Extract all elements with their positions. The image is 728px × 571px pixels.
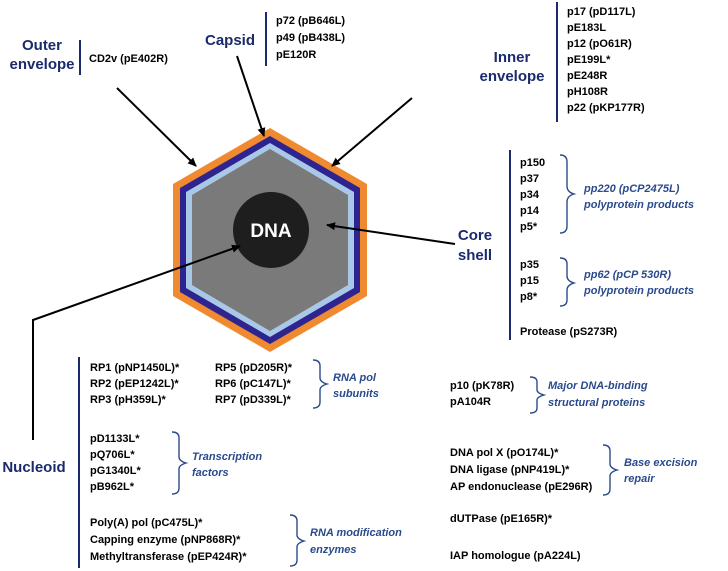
rna-mod-protein-1: Poly(A) pol (pC475L)* (90, 517, 203, 529)
rna-mod-brace (289, 514, 307, 567)
core-group2-brace (559, 257, 577, 307)
dna-binding-note-2: structural proteins (548, 397, 645, 409)
transcription-brace (171, 431, 189, 495)
inner-envelope-title-1: Inner (494, 49, 531, 66)
arrow-outer-envelope (116, 87, 197, 167)
core-group2-note-1: pp62 (pCP 530R) (583, 269, 671, 281)
base-excision-protein-2: DNA ligase (pNP419L)* (450, 464, 570, 476)
core-group1-brace (559, 154, 577, 234)
arrow-nucleoid (32, 244, 241, 440)
base-excision-brace (602, 444, 620, 496)
inner-envelope-protein-2: pE183L (567, 22, 606, 34)
capsid-protein-1: p72 (pB646L) (276, 15, 345, 27)
core-group1-protein-3: p34 (520, 189, 540, 201)
core-group1-note-1: pp220 (pCP2475L) (583, 183, 680, 195)
core-shell-title-1: Core (458, 227, 492, 244)
transcription-note-2: factors (192, 467, 229, 479)
base-excision-note-1: Base excision (624, 457, 698, 469)
rna-pol-right-3: RP7 (pD339L)* (215, 394, 292, 406)
dna-binding-protein-1: p10 (pK78R) (450, 380, 515, 392)
capsid-protein-2: p49 (pB438L) (276, 32, 345, 44)
iap-homologue: IAP homologue (pA224L) (450, 550, 581, 562)
core-group2-note-2: polyprotein products (583, 285, 694, 297)
rna-pol-left-2: RP2 (pEP1242L)* (90, 378, 179, 390)
core-group2-protein-2: p15 (520, 275, 539, 287)
core-group1-protein-5: p5* (520, 221, 538, 233)
capsid-title: Capsid (205, 32, 255, 49)
dna-binding-brace (529, 376, 547, 414)
base-excision-protein-1: DNA pol X (pO174L)* (450, 447, 559, 459)
inner-envelope-protein-3: p12 (pO61R) (567, 38, 632, 50)
rna-pol-note-1: RNA pol (333, 372, 377, 384)
dna-core (233, 192, 309, 268)
nucleoid-title: Nucleoid (2, 459, 65, 476)
core-group2-protein-3: p8* (520, 291, 538, 303)
transcription-note-1: Transcription (192, 451, 262, 463)
rna-mod-protein-2: Capping enzyme (pNP868R)* (90, 534, 241, 546)
arrow-capsid (236, 55, 266, 137)
transcription-protein-4: pB962L* (90, 481, 135, 493)
rna-mod-note-2: enzymes (310, 544, 356, 556)
dna-label: DNA (250, 221, 291, 242)
rna-pol-brace (312, 359, 330, 409)
rna-pol-right-1: RP5 (pD205R)* (215, 362, 293, 374)
transcription-protein-2: pQ706L* (90, 449, 135, 461)
core-group1-protein-1: p150 (520, 157, 545, 169)
core-shell-title-2: shell (458, 247, 492, 264)
arrow-inner-envelope (331, 97, 413, 167)
rna-mod-note-1: RNA modification (310, 527, 402, 539)
rna-mod-protein-3: Methyltransferase (pEP424R)* (90, 551, 247, 563)
core-group2-protein-1: p35 (520, 259, 539, 271)
base-excision-protein-3: AP endonuclease (pE296R) (450, 481, 593, 493)
inner-envelope-protein-6: pH108R (567, 86, 608, 98)
transcription-protein-1: pD1133L* (90, 433, 140, 445)
arrow-core-shell (326, 222, 456, 245)
dna-binding-note-1: Major DNA-binding (548, 380, 648, 392)
transcription-protein-3: pG1340L* (90, 465, 141, 477)
rna-pol-left-1: RP1 (pNP1450L)* (90, 362, 180, 374)
base-excision-note-2: repair (624, 473, 655, 485)
inner-envelope-title-2: envelope (479, 68, 544, 85)
outer-envelope-protein-1: CD2v (pE402R) (89, 53, 168, 65)
inner-envelope-protein-4: pE199L* (567, 54, 611, 66)
inner-envelope-protein-5: pE248R (567, 70, 607, 82)
capsid-protein-3: pE120R (276, 49, 316, 61)
inner-envelope-protein-1: p17 (pD117L) (567, 6, 636, 18)
outer-envelope-title-2: envelope (9, 56, 74, 73)
core-group1-note-2: polyprotein products (583, 199, 694, 211)
outer-envelope-title-1: Outer (22, 37, 62, 54)
rna-pol-right-2: RP6 (pC147L)* (215, 378, 292, 390)
dna-binding-protein-2: pA104R (450, 396, 491, 408)
core-group1-protein-4: p14 (520, 205, 540, 217)
dutpase: dUTPase (pE165R)* (450, 513, 553, 525)
rna-pol-note-2: subunits (333, 388, 379, 400)
core-protease: Protease (pS273R) (520, 326, 618, 338)
core-group1-protein-2: p37 (520, 173, 539, 185)
rna-pol-left-3: RP3 (pH359L)* (90, 394, 167, 406)
inner-envelope-protein-7: p22 (pKP177R) (567, 102, 645, 114)
